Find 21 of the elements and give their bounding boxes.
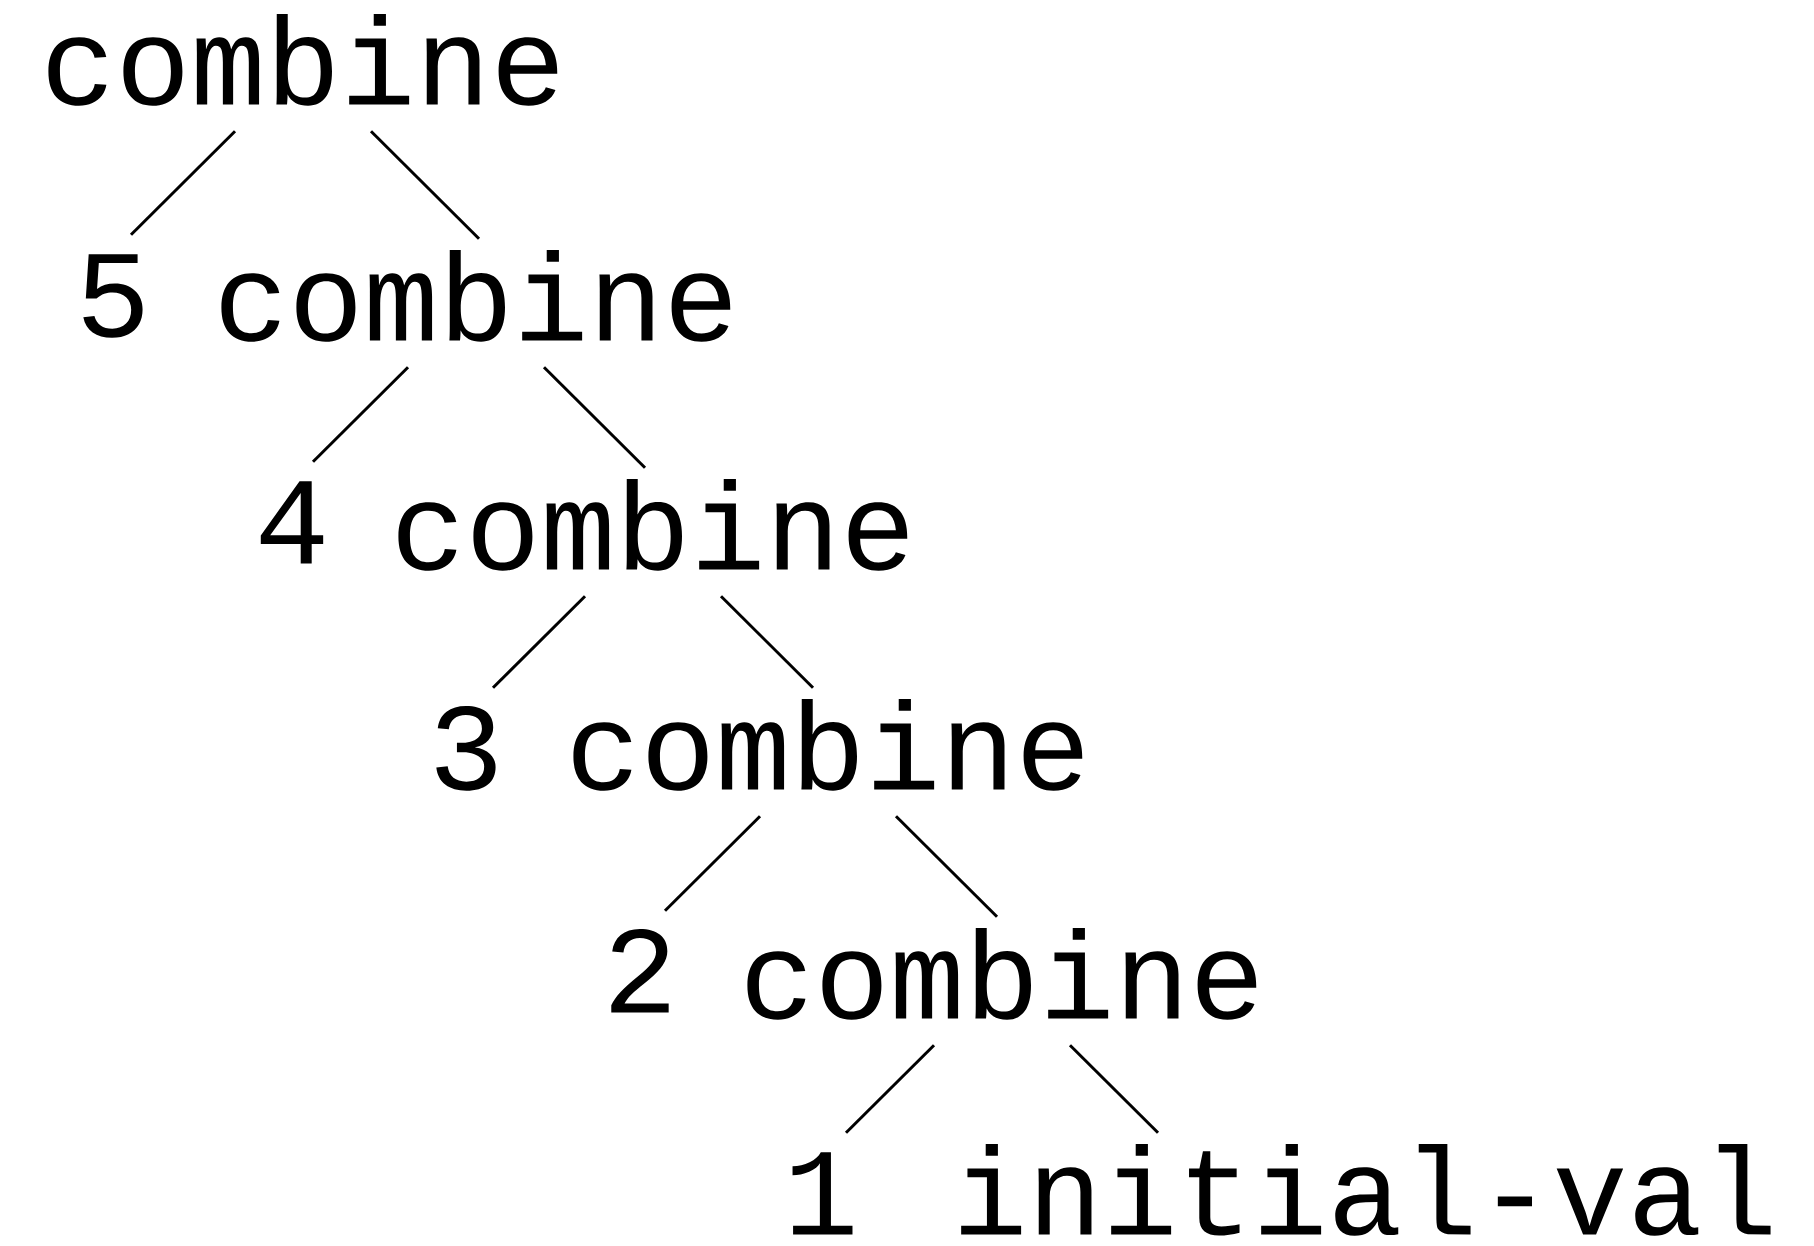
tree-label: 2 [611, 928, 669, 1013]
tree-branch [542, 366, 647, 469]
tree-label: combine [573, 698, 1083, 791]
tree-label: combine [48, 13, 558, 106]
tree-label: combine [747, 927, 1257, 1020]
tree-label: 1 [792, 1152, 853, 1235]
tree-branch [129, 130, 237, 236]
tree-branch [719, 595, 815, 689]
tree-branch [894, 815, 999, 918]
tree-label: 5 [83, 254, 143, 338]
tree-branch [1068, 1044, 1160, 1134]
tree-branch [369, 130, 481, 240]
tree-label: initial-val [961, 1143, 1771, 1236]
tree-branch [844, 1044, 936, 1134]
tree-branch [491, 595, 587, 689]
tree-label: 3 [436, 705, 496, 791]
tree-label: 4 [260, 481, 324, 564]
tree-branch [663, 815, 762, 912]
tree-label: combine [398, 478, 908, 571]
tree-label: combine [221, 249, 731, 342]
tree-branch [311, 366, 410, 463]
